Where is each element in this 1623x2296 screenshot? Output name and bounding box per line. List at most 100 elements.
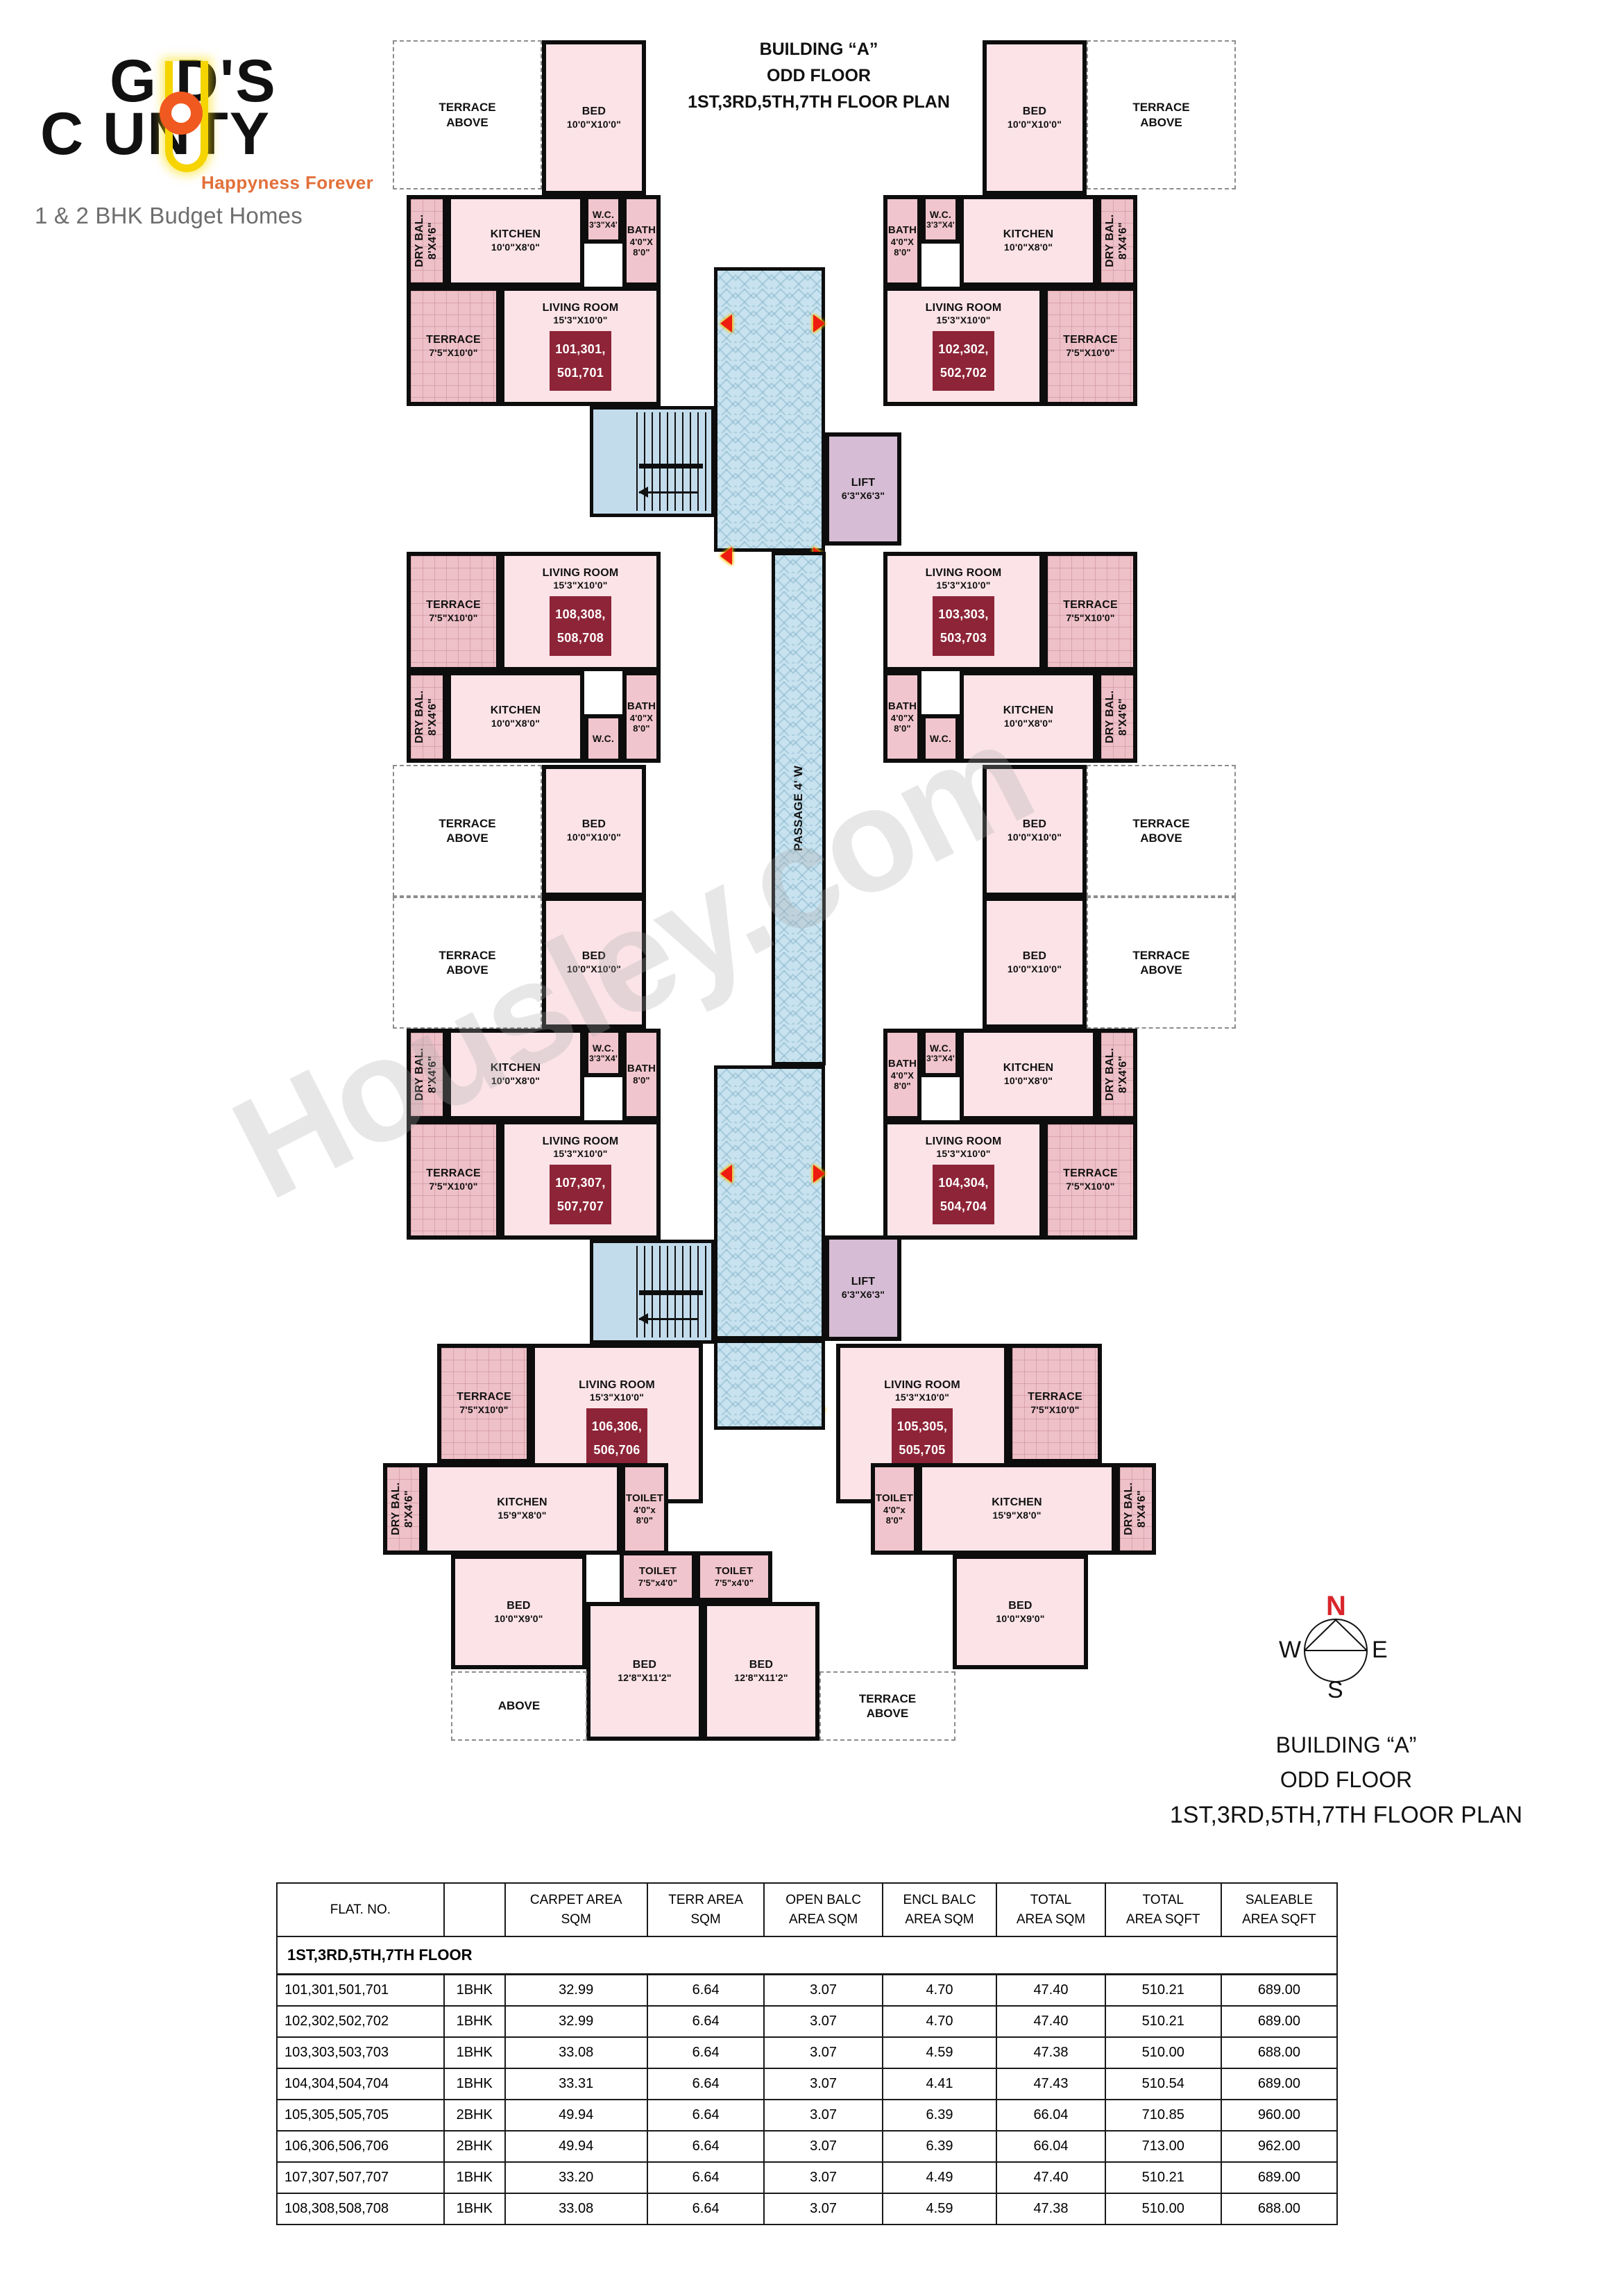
room-kitchen-101: KITCHEN 10'0"X8'0" (447, 195, 584, 287)
flat-number-badge-103: 103,303, 503,703 (933, 596, 994, 657)
terrace-above-label: TERRACE (439, 101, 496, 115)
stair-direction-arrow (638, 1313, 699, 1324)
cell-value: 6.64 (646, 2099, 765, 2132)
room-wc-102: W.C. 3'3"X4' (921, 195, 960, 244)
room-bath-104: BATH 4'0"X 8'0" (883, 1029, 921, 1120)
cell-value: 33.08 (504, 2036, 648, 2070)
room-kitchen-103: KITCHEN 10'0"X8'0" (960, 671, 1097, 763)
room-wc-103: W.C. (921, 714, 960, 763)
plan-title-block: BUILDING “A” ODD FLOOR 1ST,3RD,5TH,7TH F… (611, 36, 1027, 115)
room-kitchen-106: KITCHEN 15'9"X8'0" (423, 1463, 621, 1555)
cell-value: 1BHK (443, 2036, 506, 2070)
cell-value: 32.99 (504, 2005, 648, 2038)
room-bed-105: BED 10'0"X9'0" (953, 1555, 1088, 1669)
area-statement-table: 1ST,3RD,5TH,7TH FLOOR FLAT. NO.CARPET AR… (276, 1882, 1339, 2226)
cell-value: 47.38 (996, 2036, 1106, 2070)
room-terrace-103: TERRACE 7'5"X10'0" (1044, 552, 1137, 671)
cell-value: 6.64 (646, 2130, 765, 2163)
logo-o-ring-icon (160, 92, 203, 135)
entry-door-marker (720, 314, 732, 332)
cell-value: 6.39 (881, 2099, 998, 2132)
cell-value: 510.21 (1104, 2161, 1222, 2195)
cell-value: 47.43 (996, 2068, 1106, 2101)
lift-upper: LIFT 6'3"X6'3" (825, 432, 901, 546)
room-kitchen-104: KITCHEN 10'0"X8'0" (960, 1029, 1097, 1120)
cell-value: 689.00 (1220, 2068, 1339, 2101)
cell-value: 6.64 (646, 2036, 765, 2070)
cell-value: 4.70 (881, 1973, 998, 2007)
room-toilet-106: TOILET 4'0"x 8'0" (621, 1463, 668, 1555)
logo-tagline: Happyness Forever (201, 172, 374, 193)
room-dry-balcony: DRY BAL. 8'X4'6" (1097, 195, 1137, 287)
room-bed-mid-right-lower: BED 10'0"X10'0" (983, 897, 1087, 1029)
room-wc-107: W.C. 3'3"X4' (584, 1029, 622, 1077)
cell-value: 6.64 (646, 2161, 765, 2195)
room-toilet-wide-106: TOILET 7'5"x4'0" (620, 1551, 696, 1602)
passage-lower (714, 1065, 825, 1340)
room-kitchen-105: KITCHEN 15'9"X8'0" (918, 1463, 1116, 1555)
cell-value: 4.70 (881, 2005, 998, 2038)
entry-door-marker (720, 547, 732, 565)
cell-value: 2BHK (443, 2130, 506, 2163)
room-bed-top-right: BED 10'0"X10'0" (983, 40, 1087, 195)
passage-upper (714, 267, 825, 552)
stair-treads (636, 412, 707, 511)
cell-value: 47.40 (996, 2005, 1106, 2038)
cell-value: 66.04 (996, 2099, 1106, 2132)
room-dry-balcony: DRY BAL. 8'X4'6" (407, 671, 447, 763)
cell-value: 33.20 (504, 2161, 648, 2195)
cell-value: 510.21 (1104, 1973, 1222, 2007)
room-wc-108: W.C. (584, 714, 622, 763)
room-bed-top-left: BED 10'0"X10'0" (542, 40, 646, 195)
room-wc-101: W.C. 3'3"X4' (584, 195, 622, 244)
cell-value: 2BHK (443, 2099, 506, 2132)
room-kitchen-102: KITCHEN 10'0"X8'0" (960, 195, 1097, 287)
cell-value: 33.31 (504, 2068, 648, 2101)
room-living-108: LIVING ROOM 15'3"X10'0" 108,308, 508,708 (500, 552, 661, 671)
cell-value: 960.00 (1220, 2099, 1339, 2132)
flat-number-badge-107: 107,307, 507,707 (550, 1165, 611, 1225)
cell-value: 688.00 (1220, 2036, 1339, 2070)
room-terrace-108: TERRACE 7'5"X10'0" (407, 552, 500, 671)
room-label: BED (581, 105, 606, 117)
cell-flat-no: 104,304,504,704 (276, 2068, 445, 2101)
cell-flat-no: 108,308,508,708 (276, 2193, 445, 2226)
room-living-107: LIVING ROOM 15'3"X10'0" 107,307, 507,707 (500, 1120, 661, 1240)
cell-flat-no: 106,306,506,706 (276, 2130, 445, 2163)
plan-title-line2: ODD FLOOR (767, 66, 871, 85)
lift-lower: LIFT 6'3"X6'3" (825, 1235, 901, 1341)
plan-title-line3: 1ST,3RD,5TH,7TH FLOOR PLAN (688, 92, 950, 112)
room-terrace-106: TERRACE 7'5"X10'0" (437, 1344, 531, 1463)
room-master-bed-105: BED 12'8"X11'2" (703, 1602, 819, 1741)
cell-value: 49.94 (504, 2130, 648, 2163)
plan-title-line1: BUILDING “A” (759, 40, 878, 59)
cell-value: 688.00 (1220, 2193, 1339, 2226)
cell-value: 510.21 (1104, 2005, 1222, 2038)
cell-value: 510.00 (1104, 2036, 1222, 2070)
table-floor-title: 1ST,3RD,5TH,7TH FLOOR (276, 1936, 1338, 1976)
cell-value: 4.49 (881, 2161, 998, 2195)
entry-door-marker (813, 1165, 825, 1183)
passage-bottom (714, 1340, 825, 1430)
cell-value: 689.00 (1220, 2161, 1339, 2195)
cell-value: 3.07 (763, 2193, 883, 2226)
flat-number-badge-108: 108,308, 508,708 (550, 596, 611, 657)
cell-value: 6.64 (646, 2193, 765, 2226)
